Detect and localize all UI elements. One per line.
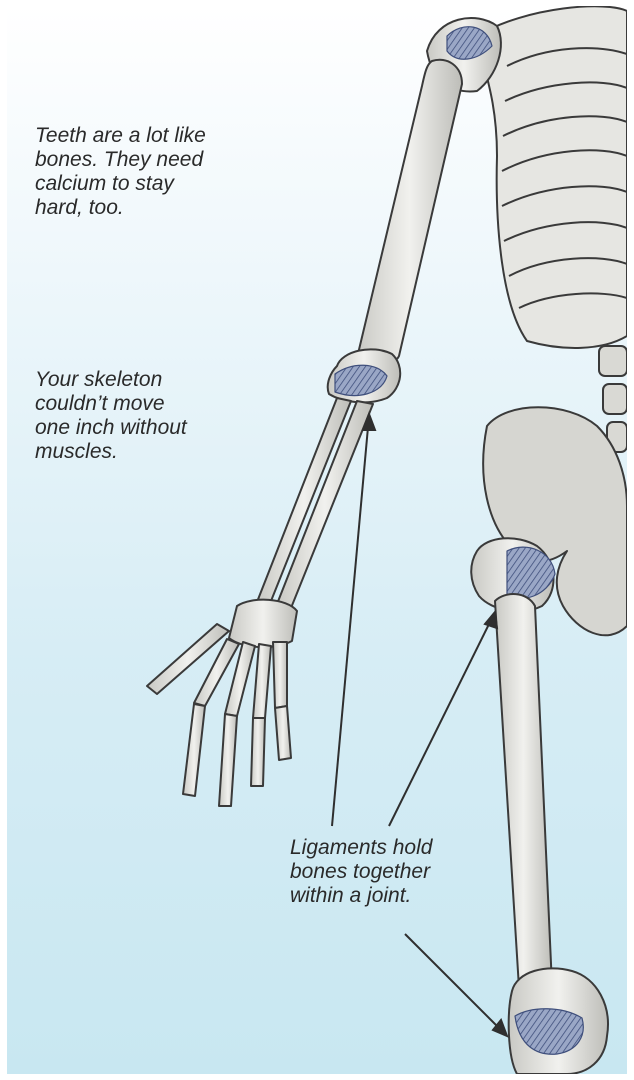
femur (495, 594, 552, 988)
teeth-caption-line: bones. They need (35, 148, 206, 172)
humerus (357, 60, 462, 364)
elbow-joint (328, 349, 401, 402)
arrow-head-knee (493, 1020, 507, 1036)
ligaments-caption-line: bones together (290, 860, 432, 884)
ligaments-caption-line: Ligaments hold (290, 836, 432, 860)
ligaments-caption: Ligaments hold bones together within a j… (290, 836, 432, 908)
knee-joint (509, 968, 608, 1074)
skeleton-caption-line: muscles. (35, 440, 187, 464)
illustration-panel: Teeth are a lot like bones. They need ca… (7, 6, 627, 1074)
teeth-caption-line: Teeth are a lot like (35, 124, 206, 148)
arrow-to-hip (389, 616, 493, 826)
arrow-to-knee (405, 934, 503, 1032)
teeth-caption-line: hard, too. (35, 196, 206, 220)
hand (147, 600, 297, 806)
skeleton-caption: Your skeleton couldn’t move one inch wit… (35, 368, 187, 464)
skeleton-caption-line: couldn’t move (35, 392, 187, 416)
skeleton-caption-line: one inch without (35, 416, 187, 440)
teeth-caption-line: calcium to stay (35, 172, 206, 196)
skeleton-caption-line: Your skeleton (35, 368, 187, 392)
pointer-arrows (332, 414, 507, 1036)
arrow-head-hip (485, 612, 497, 628)
teeth-caption: Teeth are a lot like bones. They need ca… (35, 124, 206, 220)
ligaments-caption-line: within a joint. (290, 884, 432, 908)
